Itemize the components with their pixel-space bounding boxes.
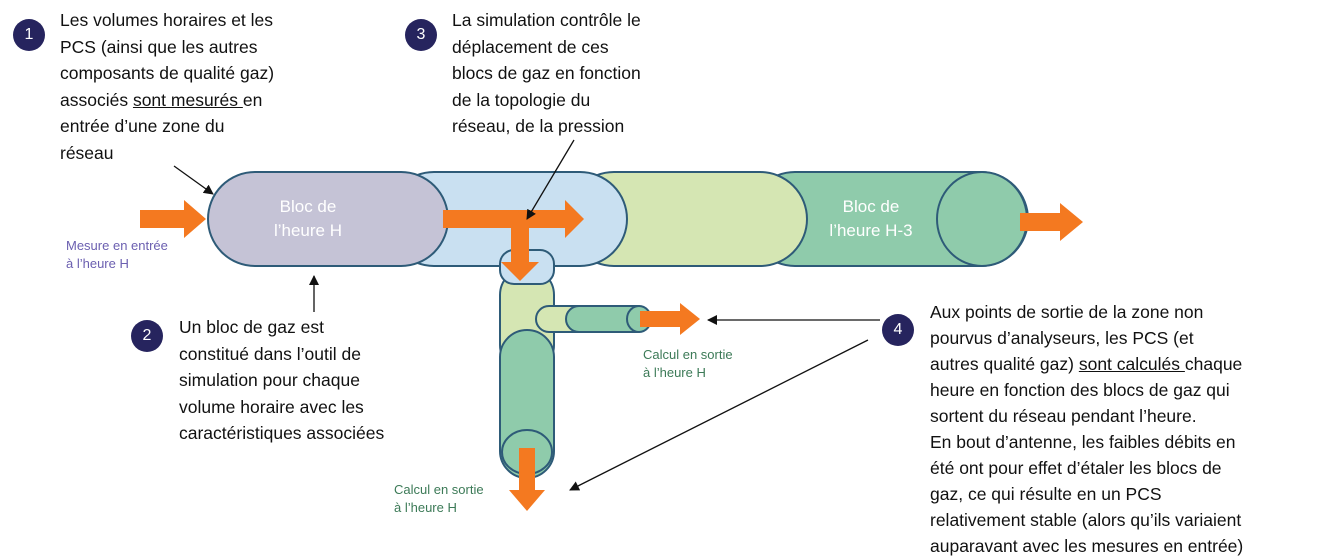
callout-1-fragment: associés (60, 89, 133, 110)
internal-arrow-down (501, 222, 539, 281)
block-h3-label-line2: l’heure H-3 (829, 221, 913, 240)
callout-4-line: pourvus d’analyseurs, les PCS (et (930, 328, 1194, 348)
callout-4-line: En bout d’antenne, les faibles débits en (930, 432, 1236, 452)
main-output-arrow (1020, 203, 1083, 241)
block-h3-label-line1: Bloc de (842, 197, 900, 216)
callout-3-line: La simulation contrôle le (452, 10, 641, 30)
callout-4-line: autres qualité gaz) sont calculés chaque (930, 351, 1243, 377)
callout-4-fragment: autres qualité gaz) (930, 354, 1079, 374)
callout-4-line: heure en fonction des blocs de gaz qui (930, 380, 1230, 400)
bottom-output-arrow (509, 448, 545, 511)
callout-4-line: relativement stable (alors qu’ils variai… (930, 510, 1242, 530)
callout-1-fragment: en (242, 89, 263, 110)
input-measure-line2: à l’heure H (66, 256, 129, 271)
output-mid-line1: Calcul en sortie (643, 347, 733, 362)
callout-4-underlined: sont calculés (1078, 354, 1185, 374)
side-output-arrow (640, 303, 700, 335)
callout-4-fragment: chaque (1184, 354, 1243, 374)
step-badge-3: 3 (405, 19, 437, 51)
callout-1-underlined: sont mesurés (132, 89, 243, 110)
pointer-callout3 (526, 139, 575, 220)
callout-4-line: gaz, ce qui résulte en un PCS (930, 484, 1162, 504)
step-badge-1: 1 (13, 19, 45, 51)
callout-2-line: caractéristiques associées (179, 423, 385, 443)
callout-1-text: Les volumes horaires et les PCS (ainsi q… (60, 7, 274, 166)
output-bottom-line1: Calcul en sortie (394, 482, 484, 497)
callout-1-line: réseau (60, 142, 114, 163)
callout-2-line: volume horaire avec les (179, 396, 364, 417)
block-h-label-line2: l’heure H (273, 221, 343, 240)
output-mid-label: Calcul en sortie à l’heure H (643, 346, 733, 382)
step-badge-4: 4 (882, 314, 914, 346)
callout-3-line: déplacement de ces (452, 36, 609, 57)
callout-4-line: auparavant avec les mesures en entrée) (930, 536, 1244, 556)
callout-1-line: Les volumes horaires et les (60, 10, 274, 30)
callout-1-line: PCS (ainsi que les autres (60, 36, 258, 57)
callout-3-line: de la topologie du (452, 89, 591, 110)
callout-2-line: constitué dans l’outil de (179, 343, 361, 364)
flow-arrows (140, 200, 1083, 511)
pointer-callout1 (173, 165, 214, 195)
input-measure-line1: Mesure en entrée (66, 238, 168, 253)
callout-2-line: Un bloc de gaz est (179, 317, 324, 337)
block-h-label-line1: Bloc de (279, 197, 337, 216)
main-end-cap (936, 171, 1028, 267)
callout-3-line: blocs de gaz en fonction (452, 63, 641, 83)
pointer-callout4-bottom (569, 339, 869, 491)
callout-1-line: entrée d’une zone du (60, 116, 225, 136)
callout-1-line: associés sont mesurés en (60, 87, 274, 114)
block-h3-label: Bloc de l’heure H-3 (806, 195, 936, 243)
callout-1-line: composants de qualité gaz) (60, 63, 275, 83)
input-measure-label: Mesure en entrée à l’heure H (66, 237, 168, 273)
callout-3-text: La simulation contrôle le déplacement de… (452, 7, 641, 140)
callout-4-line: Aux points de sortie de la zone non (930, 302, 1204, 322)
step-badge-2: 2 (131, 320, 163, 352)
callout-4-line: sortent du réseau pendant l’heure. (930, 406, 1197, 426)
callout-4-text: Aux points de sortie de la zone non pour… (930, 299, 1243, 559)
vertical-branch-pipe (499, 267, 555, 479)
internal-arrow-right (443, 200, 584, 238)
pointer-lines (173, 139, 880, 491)
output-bottom-line2: à l’heure H (394, 500, 457, 515)
callout-2-text: Un bloc de gaz est constitué dans l’outi… (179, 314, 384, 447)
output-bottom-label: Calcul en sortie à l’heure H (394, 481, 484, 517)
input-arrow (140, 200, 206, 238)
callout-3-line: réseau, de la pression (452, 116, 625, 136)
callout-2-line: simulation pour chaque (179, 370, 360, 390)
block-h-label: Bloc de l’heure H (258, 195, 358, 243)
side-branch-pipe (535, 305, 652, 333)
output-mid-line2: à l’heure H (643, 365, 706, 380)
callout-4-line: été ont pour effet d’étaler les blocs de (930, 458, 1222, 478)
